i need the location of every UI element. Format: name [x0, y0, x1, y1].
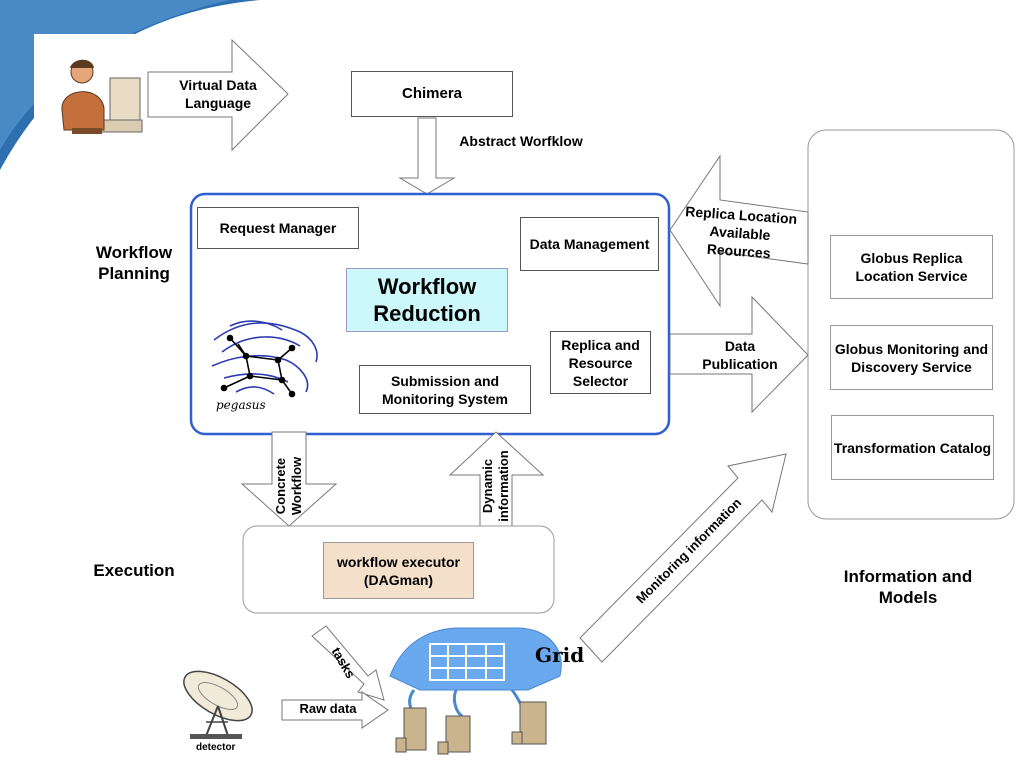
data-publication-label: Data Publication: [702, 338, 778, 372]
globus-replica-box[interactable]: Globus Replica Location Service: [830, 235, 993, 299]
replica-resource-selector-box[interactable]: Replica and Resource Selector: [550, 331, 651, 394]
information-models-label: Information and Models: [843, 567, 973, 607]
grid-icon: [389, 627, 562, 755]
user-at-computer-icon: [61, 59, 143, 134]
replica-location-arrow: [669, 154, 809, 308]
chimera-box[interactable]: Chimera: [351, 71, 513, 117]
raw-data-label: Raw data: [299, 701, 357, 716]
vdl-arrow: [147, 38, 289, 152]
abstract-workflow-arrow: [398, 117, 456, 195]
transformation-catalog-box[interactable]: Transformation Catalog: [831, 415, 994, 480]
globus-monitoring-box[interactable]: Globus Monitoring and Discovery Service: [830, 325, 993, 390]
abstract-workflow-label: Abstract Worfklow: [459, 133, 583, 149]
concrete-workflow-arrow: [240, 431, 338, 527]
replica-location-label: Replica Location Available Reources: [684, 203, 798, 262]
pegasus-logo-text: pegasus: [216, 398, 266, 412]
detector-icon: [183, 670, 253, 739]
data-publication-arrow: [669, 295, 809, 414]
pegasus-logo: [211, 320, 318, 395]
submission-monitoring-box[interactable]: Submission and Monitoring System: [359, 365, 531, 414]
concrete-workflow-label: Concrete Workflow: [273, 456, 304, 516]
workflow-reduction-box[interactable]: Workflow Reduction: [346, 268, 508, 332]
raw-data-arrow: [281, 691, 389, 729]
pegasus-skeleton: [220, 334, 296, 398]
vdl-label: Virtual Data Language: [179, 77, 257, 111]
dynamic-information-arrow: [448, 431, 545, 527]
execution-label: Execution: [93, 561, 175, 580]
monitoring-information-arrow: [579, 453, 787, 663]
dynamic-information-label: Dynamic information: [480, 450, 511, 522]
workflow-planning-label: Workflow Planning: [95, 243, 173, 283]
grid-label: Grid: [535, 643, 585, 667]
workflow-executor-box[interactable]: workflow executor (DAGman): [323, 542, 474, 599]
request-manager-box[interactable]: Request Manager: [197, 207, 359, 249]
tasks-arrow: [311, 625, 385, 701]
detector-label: detector: [196, 742, 236, 753]
data-management-box[interactable]: Data Management: [520, 217, 659, 271]
